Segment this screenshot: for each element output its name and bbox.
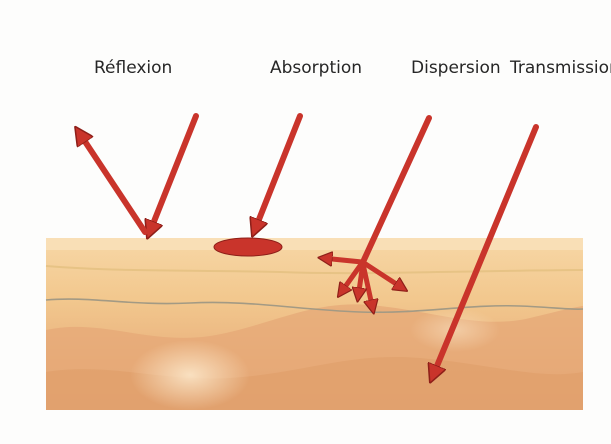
stratum-corneum [46,238,583,250]
label-transmission: Transmission [510,58,611,78]
skin-cross-section [46,238,583,410]
label-dispersion: Dispersion [411,58,501,78]
absorption-arrow [214,116,300,256]
reflection-reflected-arrow [78,131,145,232]
reflection-arrows [78,116,196,234]
absorption-incident-arrow [254,116,300,232]
reflection-incident-arrow [149,116,196,234]
absorption-spot [214,238,282,256]
label-reflexion: Réflexion [94,58,172,78]
subsurface-glow [130,340,250,410]
label-absorption: Absorption [270,58,362,78]
